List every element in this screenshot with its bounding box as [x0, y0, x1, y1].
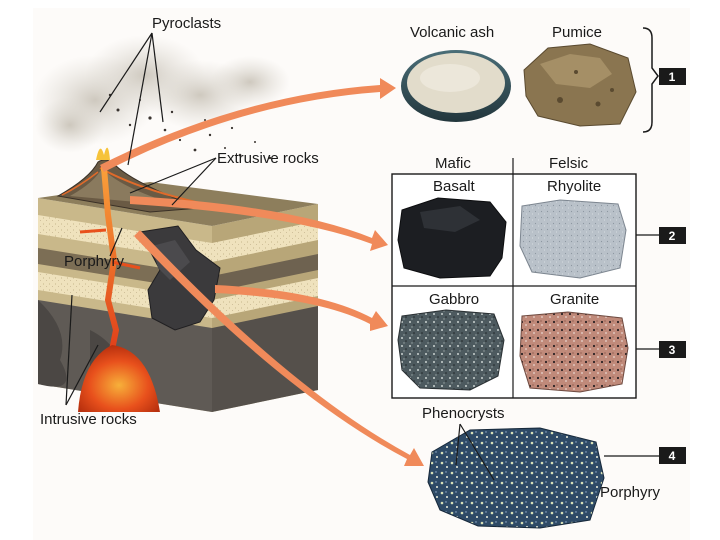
label-volcanic-ash: Volcanic ash — [410, 24, 494, 41]
label-extrusive-rocks: Extrusive rocks — [217, 150, 319, 167]
label-basalt: Basalt — [433, 178, 476, 195]
gabbro-sample — [398, 310, 504, 390]
marker-4-text: 4 — [669, 449, 676, 463]
volcanic-ash-sample — [401, 50, 511, 122]
label-pyroclasts: Pyroclasts — [152, 15, 221, 32]
marker-3-text: 3 — [669, 343, 676, 357]
basalt-sample — [398, 198, 506, 278]
volcano-block-illustration — [33, 35, 318, 412]
label-porphyry-right: Porphyry — [600, 484, 661, 501]
label-rhyolite: Rhyolite — [547, 178, 601, 195]
rhyolite-sample — [520, 200, 626, 278]
label-porphyry-left: Porphyry — [64, 253, 125, 270]
label-gabbro: Gabbro — [429, 291, 479, 308]
label-intrusive-rocks: Intrusive rocks — [40, 411, 137, 428]
marker-2-text: 2 — [669, 229, 676, 243]
label-granite: Granite — [550, 291, 599, 308]
marker-1-text: 1 — [669, 70, 676, 84]
bracket-group-1 — [643, 28, 658, 132]
ash-cloud — [33, 35, 290, 153]
vent-glow — [96, 148, 110, 160]
label-phenocrysts: Phenocrysts — [422, 405, 505, 422]
granite-sample — [520, 312, 628, 392]
pumice-sample — [524, 44, 636, 126]
porphyry-sample — [428, 428, 604, 528]
header-felsic: Felsic — [549, 155, 589, 172]
label-pumice: Pumice — [552, 24, 602, 41]
header-mafic: Mafic — [435, 155, 471, 172]
